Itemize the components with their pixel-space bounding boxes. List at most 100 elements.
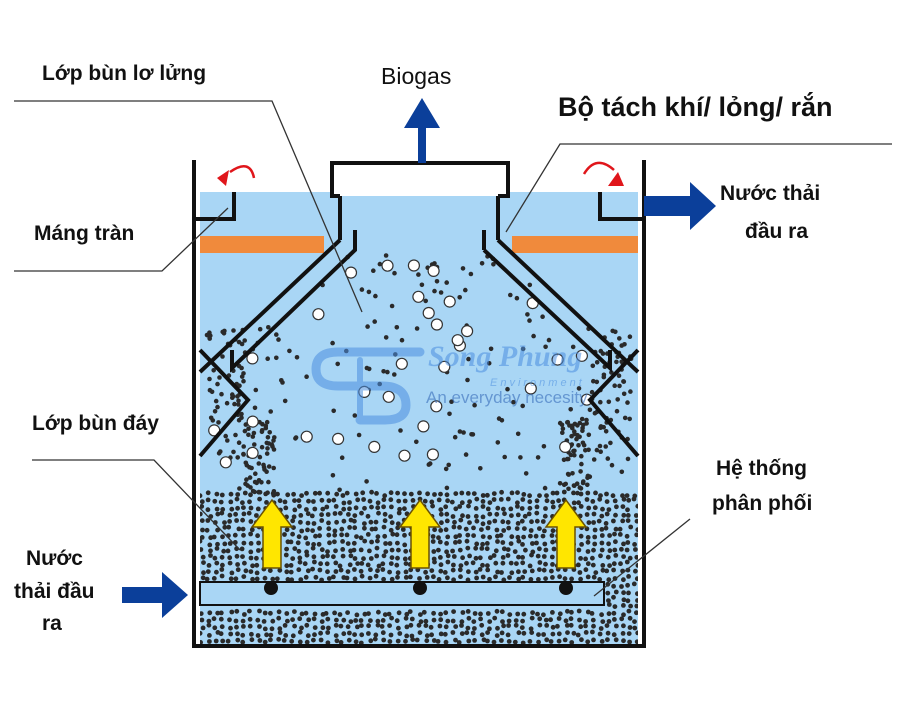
sludge-granule (598, 626, 604, 631)
sludge-granule (480, 574, 486, 580)
sludge-granule (606, 598, 611, 603)
sludge-granule (543, 547, 549, 553)
sludge-particle (572, 448, 577, 454)
sludge-granule (227, 512, 233, 518)
sludge-granule (600, 619, 606, 624)
sludge-granule (556, 631, 562, 637)
sludge-granule (290, 617, 295, 622)
sludge-granule (479, 622, 485, 628)
sludge-granule (562, 576, 568, 582)
sludge-granule (416, 622, 422, 628)
sludge-granule (222, 520, 227, 525)
sludge-granule (235, 631, 240, 637)
sludge-particle (572, 483, 577, 489)
sludge-granule (429, 568, 435, 573)
sludge-granule (323, 611, 329, 616)
sludge-granule (479, 527, 484, 532)
sludge-granule (317, 526, 322, 531)
sludge-granule (591, 511, 597, 517)
sludge-granule (584, 512, 590, 517)
separator-right (496, 238, 640, 374)
sludge-granule (501, 506, 506, 512)
sludge-granule (500, 560, 506, 566)
sludge-particle (235, 455, 240, 460)
sludge-granule (250, 576, 256, 582)
sludge-granule (319, 619, 325, 624)
sludge-particle (218, 449, 223, 454)
sludge-granule (365, 532, 371, 537)
sludge-granule (276, 636, 282, 642)
sludge-granule (317, 533, 322, 539)
sludge-granule (500, 519, 506, 525)
sludge-granule (498, 497, 504, 502)
sludge-particle (580, 428, 585, 434)
sludge-granule (382, 518, 388, 524)
sludge-granule (292, 546, 298, 551)
sludge-particle (438, 290, 444, 295)
sludge-granule (200, 535, 205, 540)
sludge-granule (417, 630, 423, 635)
sludge-granule (268, 632, 274, 638)
sludge-granule (288, 563, 294, 568)
sludge-granule (627, 639, 632, 645)
sludge-particle (330, 340, 335, 346)
sludge-granule (444, 541, 449, 546)
gas-bubble (451, 334, 464, 347)
sludge-particle (244, 463, 250, 468)
sludge-granule (519, 506, 525, 511)
sludge-granule (409, 633, 415, 639)
sludge-granule (537, 560, 543, 565)
sludge-granule (444, 492, 450, 498)
sludge-granule (457, 504, 463, 509)
sludge-particle (213, 398, 219, 404)
sludge-granule (634, 554, 638, 560)
sludge-granule (402, 532, 407, 538)
sludge-granule (597, 496, 603, 502)
sludge-granule (270, 576, 276, 582)
sludge-granule (613, 589, 619, 595)
sludge-granule (381, 524, 387, 530)
sludge-granule (347, 562, 353, 568)
label-biogas: Biogas (381, 63, 451, 89)
sludge-granule (445, 618, 451, 624)
sludge-particle (259, 429, 265, 435)
sludge-granule (470, 560, 476, 566)
gas-bubble (426, 448, 439, 461)
sludge-particle (232, 401, 237, 407)
sludge-granule (249, 637, 255, 643)
sludge-granule (621, 597, 627, 603)
sludge-particle (304, 374, 309, 380)
sludge-granule (375, 618, 381, 624)
sludge-granule (521, 611, 527, 617)
sludge-granule (493, 548, 499, 554)
sludge-granule (369, 526, 375, 532)
sludge-particle (495, 440, 501, 445)
sludge-granule (556, 498, 561, 504)
sludge-particle (242, 338, 247, 343)
sludge-granule (619, 616, 625, 622)
sludge-granule (348, 553, 354, 559)
sludge-granule (612, 498, 618, 504)
sludge-granule (284, 546, 289, 552)
sludge-granule (395, 521, 401, 527)
sludge-granule (318, 561, 323, 567)
sludge-granule (465, 609, 471, 614)
sludge-particle (609, 462, 615, 468)
sludge-granule (537, 616, 543, 622)
sludge-granule (450, 618, 456, 624)
sludge-particle (444, 485, 450, 491)
sludge-granule (347, 525, 352, 530)
sludge-granule (240, 554, 245, 559)
sludge-granule (555, 623, 560, 629)
sludge-granule (556, 616, 562, 621)
sludge-granule (522, 569, 528, 574)
label-effluent-line2: đầu ra (745, 220, 808, 243)
sludge-granule (257, 624, 262, 629)
sludge-granule (254, 570, 260, 576)
sludge-particle (274, 332, 279, 337)
sludge-particle (250, 434, 256, 439)
sludge-granule (312, 611, 318, 617)
weir-curved-arrow-icon (229, 161, 615, 179)
sludge-particle (605, 456, 611, 461)
sludge-granule (466, 615, 472, 621)
